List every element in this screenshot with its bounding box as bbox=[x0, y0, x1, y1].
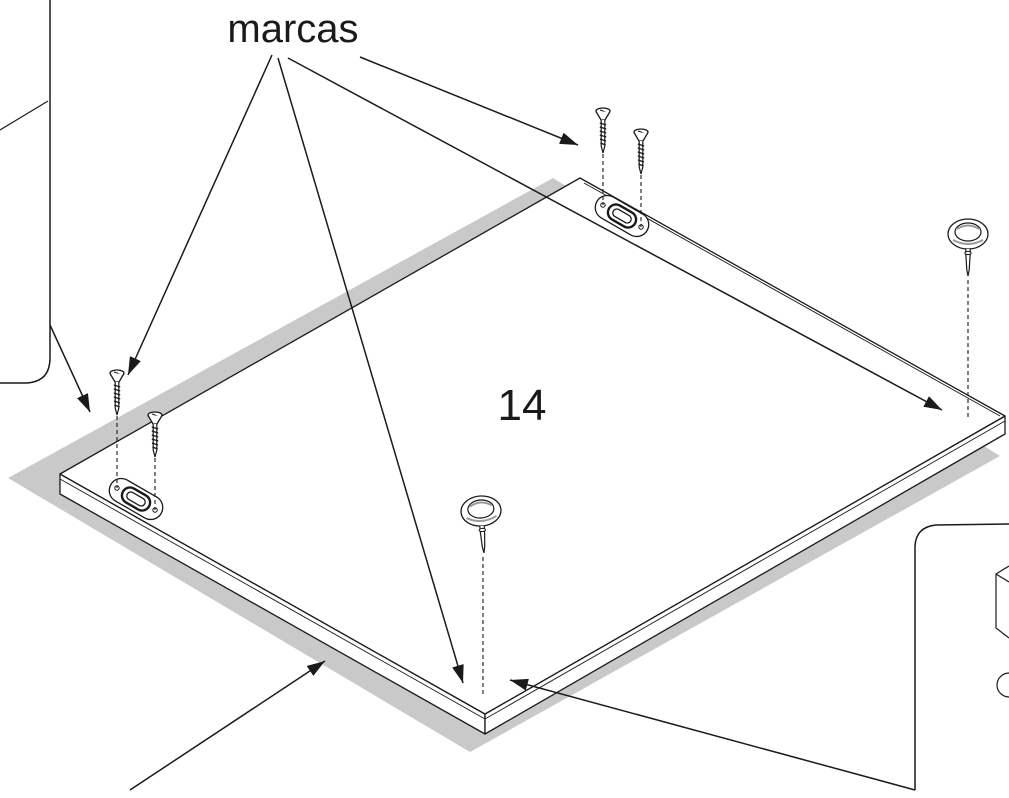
marks-label: marcas bbox=[227, 7, 358, 51]
screw-icon bbox=[595, 107, 611, 154]
right-panel-box-outline bbox=[995, 565, 1009, 639]
screw-icon bbox=[633, 128, 649, 175]
marks-arrow-right-corner bbox=[287, 57, 943, 411]
marks-arrow-left-screw bbox=[127, 54, 273, 376]
board-back-edge-line bbox=[583, 182, 1001, 417]
right-panel-arrow bbox=[509, 678, 916, 791]
screw-icon bbox=[109, 369, 125, 416]
marks-arrow-back-screw bbox=[359, 56, 579, 146]
marks-arrow-front-corner bbox=[277, 57, 464, 684]
board-panel bbox=[59, 177, 1006, 735]
board-front-edge-arrow bbox=[129, 660, 326, 791]
board-top-face bbox=[59, 177, 1006, 715]
left-panel-edge-line bbox=[0, 100, 49, 131]
glide-foot-icon bbox=[947, 218, 989, 277]
left-panel-outline bbox=[0, 0, 51, 384]
panel-number-label: 14 bbox=[498, 381, 547, 430]
left-panel-arrow bbox=[49, 324, 91, 413]
right-panel-outline bbox=[914, 523, 1009, 790]
right-panel-round-part bbox=[996, 672, 1009, 698]
board-edge-band-line bbox=[59, 420, 1006, 720]
